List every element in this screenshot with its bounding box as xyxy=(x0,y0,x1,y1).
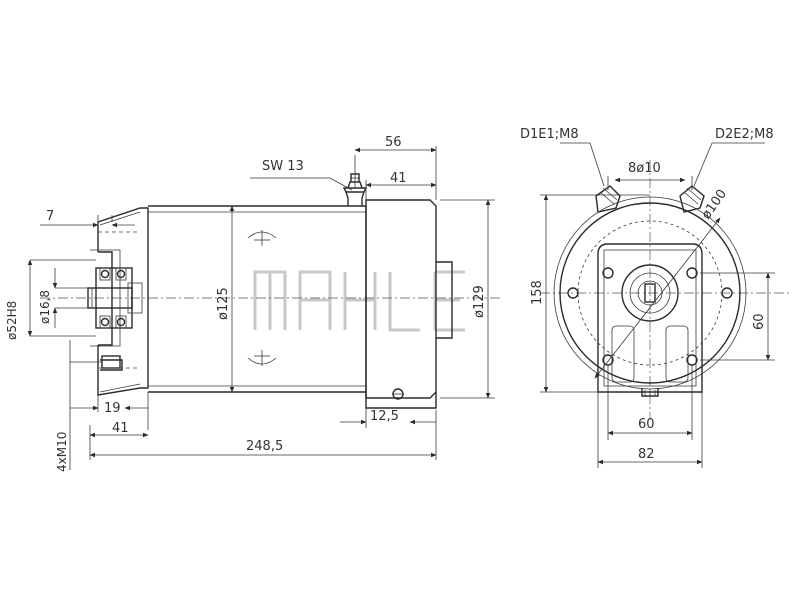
pole-screw-top xyxy=(247,230,277,246)
mount-holes-label: 4xM10 xyxy=(55,432,69,472)
shaft-diameter-label: ø16,8 xyxy=(38,290,52,324)
cover-width-label: 12,5 xyxy=(370,409,399,424)
cover-outline xyxy=(559,202,741,384)
end-view: D1E1;M8 D2E2;M8 8ø10 ø100 158 60 60 82 xyxy=(520,127,790,468)
terminal-left-label: D1E1;M8 xyxy=(520,127,579,142)
terminal-d2e2 xyxy=(679,185,705,213)
body-diameter-label: ø125 xyxy=(216,287,231,320)
terminal-spacing-label: 8ø10 xyxy=(628,161,661,176)
pilot-diameter-label: ø52H8 xyxy=(5,301,19,340)
motor-body xyxy=(148,205,367,393)
end-dimensions xyxy=(540,142,775,468)
mount-offset-label: 41 xyxy=(112,421,129,436)
mounting-stud xyxy=(70,355,121,369)
side-view: SW 13 56 41 7 ø52H8 ø16,8 ø125 ø129 19 4… xyxy=(5,135,500,472)
commutator-end-cover xyxy=(365,199,453,409)
hole-horizontal-label: 60 xyxy=(638,417,655,432)
side-dimensions xyxy=(27,146,495,470)
total-length-label: 248,5 xyxy=(246,439,283,454)
top-offset-label: 56 xyxy=(385,135,402,150)
bearing-and-shaft xyxy=(87,267,143,329)
wrench-size-label: SW 13 xyxy=(262,159,304,174)
bottom-nipple xyxy=(641,388,659,397)
mahle-watermark xyxy=(253,270,465,332)
drive-end-flange xyxy=(90,207,149,396)
height-label: 158 xyxy=(530,280,545,305)
hole-vertical-label: 60 xyxy=(752,313,767,330)
flange-width-label: 82 xyxy=(638,447,655,462)
terminal-d1e1 xyxy=(595,185,621,213)
bolt-circle-label: ø100 xyxy=(699,187,730,222)
pole-screw-bottom xyxy=(247,350,277,366)
flange-step-label: 7 xyxy=(46,209,54,224)
flange-depth-label: 19 xyxy=(104,401,121,416)
terminal-right-label: D2E2;M8 xyxy=(715,127,774,142)
cover-diameter-label: ø129 xyxy=(472,285,487,318)
terminal-offset-label: 41 xyxy=(390,171,407,186)
